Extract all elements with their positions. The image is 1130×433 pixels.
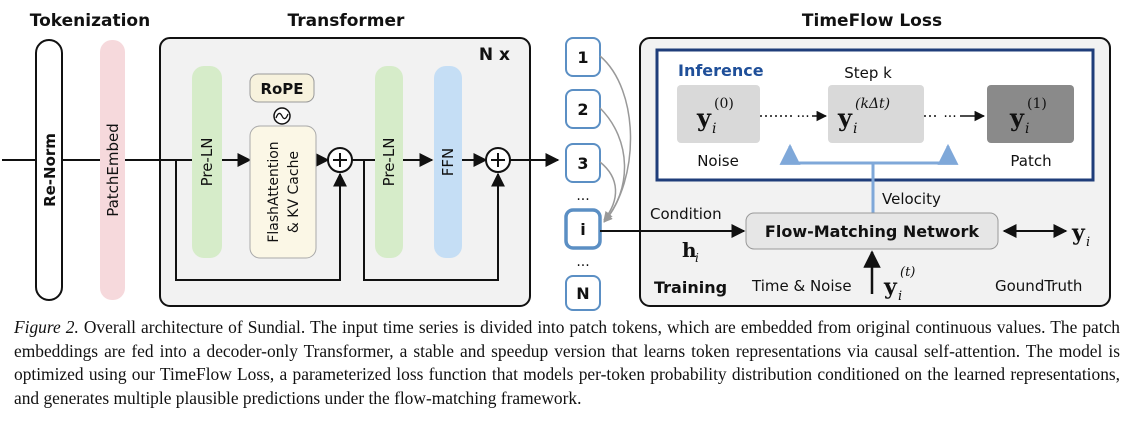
- residual-path-1: [175, 160, 347, 281]
- rope-label: RoPE: [260, 80, 303, 98]
- token-n: [565, 275, 601, 311]
- ffn-block: [434, 66, 462, 258]
- causal-arc-2: [599, 107, 626, 223]
- token-i: [564, 208, 602, 250]
- svg-text:1: 1: [577, 48, 588, 67]
- rope-block: [249, 73, 315, 103]
- pre-ln-block-1: [192, 66, 222, 258]
- sup-k: (kΔt): [855, 96, 890, 112]
- svg-text:2: 2: [577, 100, 588, 119]
- training-label: Training: [654, 278, 727, 297]
- renorm-label: Re-Norm: [41, 133, 59, 207]
- pre-ln-label-1: Pre-LN: [198, 138, 216, 187]
- sup-t: (t): [900, 265, 915, 280]
- token-ellipsis-2: ...: [576, 254, 589, 270]
- figure-caption: Figure 2. Overall architecture of Sundia…: [14, 316, 1120, 410]
- flash-attention-label-1: FlashAttention: [266, 141, 282, 242]
- patch-state-box: [987, 85, 1074, 143]
- pre-ln-label-2: Pre-LN: [380, 138, 398, 187]
- renorm-block: [35, 39, 63, 301]
- svg-text:y: y: [883, 274, 898, 300]
- caption-text: Overall architecture of Sundial. The inp…: [14, 317, 1121, 408]
- flash-attention-label-2: & KV Cache: [286, 151, 302, 233]
- ellipsis-2: ···: [943, 109, 956, 125]
- svg-text:i: i: [712, 121, 716, 137]
- groundtruth-label: GoundTruth: [995, 277, 1082, 295]
- svg-text:y: y: [696, 103, 712, 132]
- time-noise-label: Time & Noise: [751, 277, 852, 295]
- condition-label: Condition: [650, 205, 722, 223]
- token-ellipsis-1: ...: [576, 188, 589, 204]
- svg-text:i: i: [1025, 121, 1029, 137]
- velocity-label: Velocity: [882, 190, 941, 208]
- causal-arc-3: [599, 161, 617, 221]
- flow-matching-network-label: Flow-Matching Network: [765, 222, 980, 241]
- tokenization-title: Tokenization: [30, 11, 150, 31]
- token-3: [565, 143, 601, 183]
- ffn-label: FFN: [439, 148, 457, 176]
- svg-text:i: i: [898, 289, 902, 304]
- svg-text:y: y: [837, 103, 853, 132]
- svg-text:i: i: [1086, 235, 1090, 250]
- step-state-box: [828, 85, 924, 143]
- n-times-label: N x: [479, 45, 510, 65]
- svg-text:i: i: [580, 220, 585, 239]
- noise-state-box: [677, 85, 760, 143]
- noise-label: Noise: [697, 152, 739, 170]
- patch-label: Patch: [1010, 152, 1051, 170]
- svg-text:N: N: [576, 284, 589, 303]
- sup-1: (1): [1027, 96, 1047, 112]
- caption-label: Figure 2.: [14, 317, 79, 337]
- y-i-symbol: y: [1071, 220, 1086, 246]
- ellipsis-1: ···: [796, 109, 809, 125]
- architecture-diagram: Tokenization Transformer TimeFlow Loss R…: [2, 11, 1111, 311]
- timeflow-loss-title: TimeFlow Loss: [802, 11, 942, 31]
- svg-text:i: i: [695, 251, 699, 265]
- flow-matching-network-block: [745, 212, 999, 250]
- inference-label: Inference: [678, 61, 764, 80]
- patch-embed-label: PatchEmbed: [104, 123, 122, 217]
- svg-text:3: 3: [577, 154, 588, 173]
- residual-path-2: [363, 160, 505, 281]
- pre-ln-block-2: [375, 66, 403, 258]
- svg-text:i: i: [853, 121, 857, 137]
- sup-0: (0): [714, 96, 734, 112]
- transformer-title: Transformer: [288, 11, 406, 31]
- step-k-label: Step k: [844, 64, 892, 82]
- token-column: 1 2 3 ... i ... N: [564, 37, 602, 311]
- svg-text:y: y: [1009, 103, 1025, 132]
- flash-attention-block: [249, 125, 317, 259]
- h-i-symbol: h: [682, 238, 697, 262]
- patch-embed-block: [100, 40, 125, 300]
- token-1: [565, 37, 601, 77]
